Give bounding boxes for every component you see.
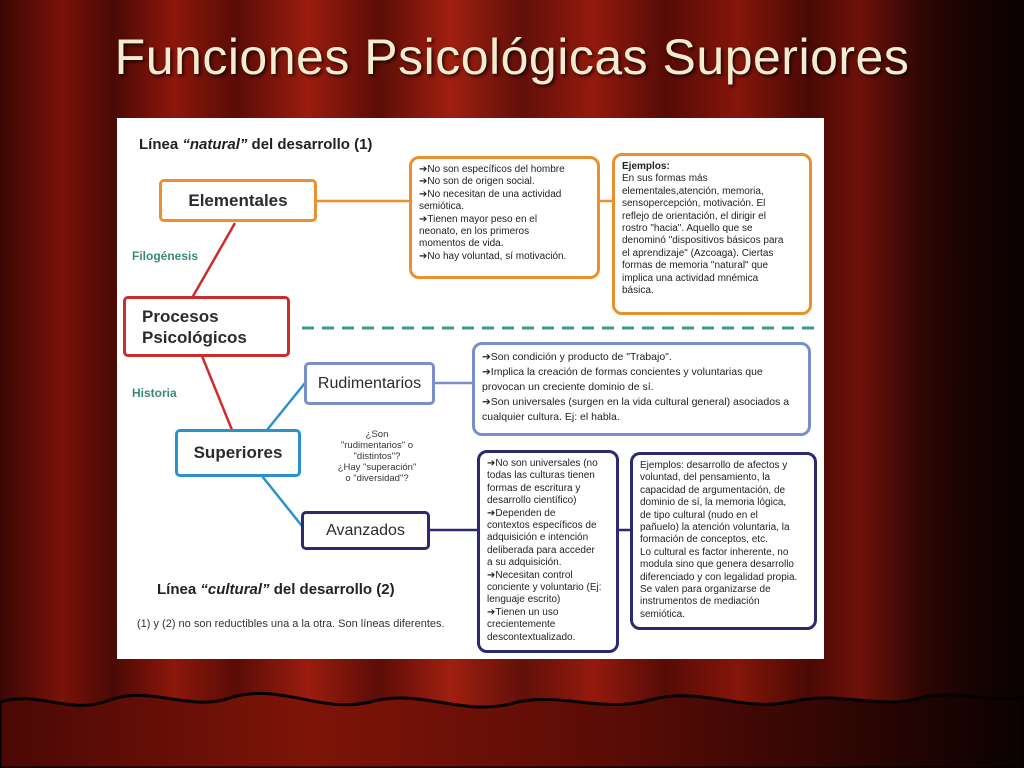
examples-line: semiótica. [640,608,686,620]
rudimentarios-info-box: ➔Son condición y producto de "Trabajo". … [472,342,811,436]
question-text: ¿Son "rudimentarios" o "distintos"? ¿Hay… [327,429,427,484]
info-line: adquisición e intención [487,532,589,544]
elementales-info-box: ➔No son específicos del hombre ➔No son d… [409,156,600,279]
node-avanzados: Avanzados [301,511,430,550]
historia-label: Historia [132,386,177,400]
examples-line: de tipo cultural (nudo en el [640,509,758,521]
node-elementales: Elementales [159,179,317,222]
examples-line: sensopercepción, motivación. El [622,198,766,210]
node-rudimentarios: Rudimentarios [304,362,435,405]
examples-line: instrumentos de mediación [640,596,760,608]
examples-line: modula sino que genera desarrollo [640,559,794,571]
examples-line: dominio de sí, la memoria lógica, [640,497,787,509]
examples-line: En sus formas más [622,173,708,185]
examples-line: voluntad, del pensamiento, la [640,472,771,484]
avanzados-examples-box: Ejemplos: desarrollo de afectos y volunt… [630,452,817,630]
info-line: crecientemente [487,619,556,631]
examples-line: Lo cultural es factor inherente, no [640,546,789,558]
question-line: ¿Son [365,429,389,440]
cultural-line-heading: Línea “cultural” del desarrollo (2) [157,581,395,598]
examples-line: elementales,atención, memoria, [622,185,764,197]
examples-line: Se valen para organizarse de [640,584,771,596]
connector-procesos-elementales [190,222,237,299]
info-line: ➔No hay voluntad, sí motivación. [419,250,567,262]
curtain-bottom [0,691,1024,768]
natural-line-emph: “natural” [182,136,248,153]
footnote: (1) y (2) no son reductibles una a la ot… [137,618,445,630]
info-line: neonato, en los primeros [419,226,530,238]
examples-line: rostro "hacia". Aquello que se [622,223,753,235]
node-superiores-label: Superiores [193,443,283,462]
examples-line: capacidad de argumentación, de [640,484,786,496]
info-line: cualquier cultura. Ej: el habla. [482,411,620,423]
info-line: lenguaje escrito) [487,594,561,606]
connector-lines [190,199,817,532]
examples-line: básica. [622,285,654,297]
examples-line: diferenciado y con legalidad propia. [640,571,798,583]
info-line: provocan un creciente dominio de sí. [482,381,654,393]
avanzados-info-box: ➔No son universales (no todas las cultur… [477,450,619,653]
question-line: ¿Hay "superación" [337,462,417,473]
natural-line-prefix: Línea [139,136,183,153]
connector-procesos-superiores [200,355,234,431]
question-line: "distintos"? [353,451,401,462]
slide-title: Funciones Psicológicas Superiores [114,29,910,85]
info-line: ➔Tienen un uso [487,606,559,618]
info-line: ➔Tienen mayor peso en el [419,213,538,225]
elementales-examples-box: Ejemplos: En sus formas más elementales,… [612,153,812,315]
info-line: contextos específicos de [487,520,597,532]
info-line: desarrollo científico) [487,495,577,507]
info-line: ➔No son de origen social. [419,176,535,188]
connector-superiores-rudimentarios [266,382,306,431]
examples-line: implica una actividad mnémica [622,272,759,284]
info-line: semiótica. [419,201,465,213]
diagram-panel: Línea “natural” del desarrollo (1) Eleme… [117,118,824,659]
node-superiores: Superiores [175,429,301,477]
natural-line-suffix: del desarrollo (1) [247,136,373,153]
info-line: ➔No son universales (no [487,458,598,469]
examples-line: el aprendizaje" (Azcoaga). Ciertas [622,247,774,259]
natural-line-heading: Línea “natural” del desarrollo (1) [139,136,372,153]
node-avanzados-label: Avanzados [326,521,405,539]
examples-line: formación de conceptos, etc. [640,534,768,546]
cultural-line-prefix: Línea [157,581,201,598]
node-procesos-line1: Procesos [142,306,219,326]
examples-heading: Ejemplos: [622,161,670,172]
info-line: a su adquisición. [487,557,562,569]
info-line: momentos de vida. [419,238,504,250]
info-line: deliberada para acceder [487,544,595,556]
info-line: conciente y voluntario (Ej: [487,582,602,594]
examples-line: reflejo de orientación, el dirigir el [622,210,766,222]
examples-line: pañuelo) la atención voluntaria, la [640,522,790,534]
connector-superiores-avanzados [261,475,303,527]
info-line: ➔Son condición y producto de "Trabajo". [482,351,672,363]
node-elementales-label: Elementales [188,190,288,210]
info-line: ➔No necesitan de una actividad [419,188,562,200]
node-rudimentarios-label: Rudimentarios [317,374,422,392]
filogenesis-label: Filogénesis [132,249,199,263]
examples-line: denominó "dispositivos básicos para [622,235,784,247]
info-line: ➔Implica la creación de formas conciente… [482,366,763,378]
info-line: descontextualizado. [487,631,576,643]
question-line: "rudimentarios" o [340,440,414,451]
info-line: ➔Son universales (surgen en la vida cult… [482,396,790,408]
question-line: o "diversidad"? [345,473,409,484]
info-line: ➔No son específicos del hombre [419,164,565,175]
examples-line: formas de memoria "natural" que [622,260,769,272]
cultural-line-suffix: del desarrollo (2) [269,581,395,598]
node-procesos-line2: Psicológicos [142,327,247,347]
examples-line: Ejemplos: desarrollo de afectos y [640,460,788,471]
node-procesos-psicologicos: Procesos Psicológicos [123,296,290,357]
cultural-line-emph: “cultural” [200,581,270,598]
info-line: ➔Dependen de [487,507,556,519]
info-line: formas de escritura y [487,482,581,494]
info-line: todas las culturas tienen [487,470,595,482]
info-line: ➔Necesitan control [487,569,573,581]
